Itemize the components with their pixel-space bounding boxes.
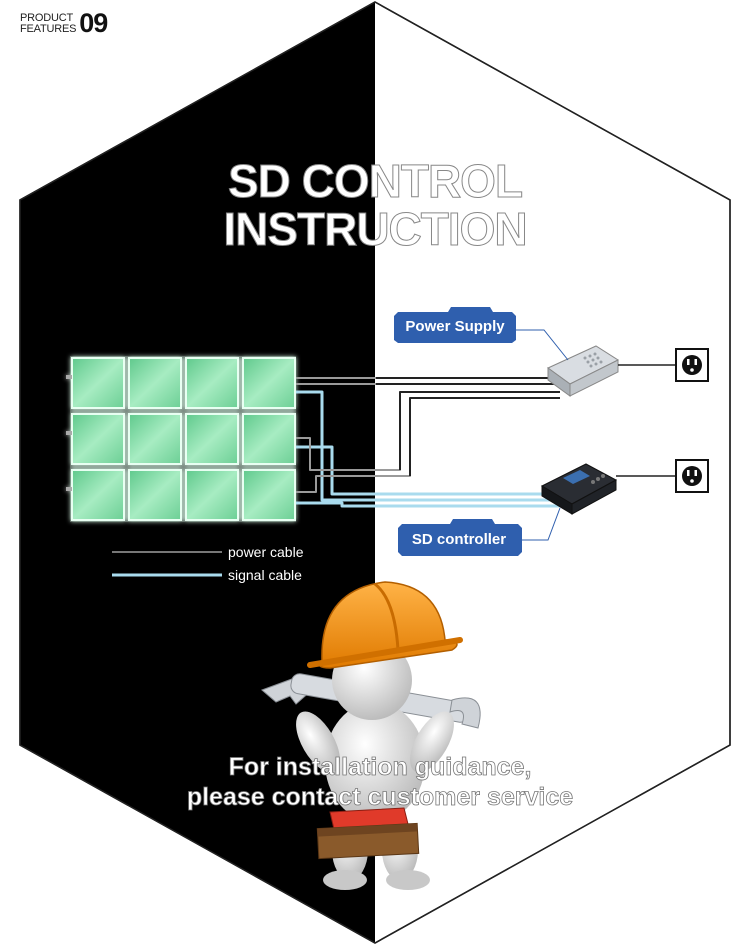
hard-hat-icon bbox=[307, 581, 463, 669]
led-panel bbox=[242, 413, 296, 465]
led-panel bbox=[71, 469, 125, 521]
led-panel bbox=[185, 469, 239, 521]
title-line-1: SD CONTROL bbox=[228, 155, 522, 207]
led-panel bbox=[242, 469, 296, 521]
outlet-icon bbox=[675, 459, 709, 493]
led-panel-row-3 bbox=[71, 469, 296, 521]
header-number: 09 bbox=[79, 8, 108, 38]
led-panel bbox=[71, 357, 125, 409]
outlet-icon bbox=[675, 348, 709, 382]
power-cables bbox=[296, 377, 560, 493]
power-supply-label: Power Supply bbox=[394, 307, 569, 361]
led-panel bbox=[128, 469, 182, 521]
led-panel-row-2 bbox=[71, 413, 296, 465]
power-supply-device bbox=[547, 345, 620, 397]
power-supply-label-text: Power Supply bbox=[405, 318, 505, 335]
legend-power-text: power cable bbox=[228, 544, 304, 560]
sd-controller-label: SD controller bbox=[398, 507, 561, 556]
led-panel bbox=[128, 413, 182, 465]
cable-legend: power cable signal cable bbox=[112, 544, 304, 583]
product-features-words: PRODUCT FEATURES bbox=[20, 11, 77, 35]
footer-line-1: For installation guidance, bbox=[229, 753, 532, 781]
led-panel bbox=[185, 357, 239, 409]
led-panel-grid bbox=[66, 356, 296, 522]
header-features-text: FEATURES bbox=[20, 22, 77, 35]
led-panel bbox=[128, 357, 182, 409]
title-line-2: INSTRUCTION bbox=[223, 203, 526, 255]
worker-illustration bbox=[261, 581, 481, 890]
worker-body bbox=[325, 702, 425, 822]
led-panel bbox=[185, 413, 239, 465]
sd-controller-label-text: SD controller bbox=[412, 531, 506, 548]
led-panel bbox=[242, 357, 296, 409]
led-panel-row-1 bbox=[71, 357, 296, 409]
legend-signal-text: signal cable bbox=[228, 567, 302, 583]
footer-line-2: please contact customer service bbox=[187, 783, 573, 811]
toolbox-icon bbox=[316, 807, 420, 860]
product-features-header: PRODUCT FEATURES 09 bbox=[20, 8, 108, 39]
led-panel bbox=[71, 413, 125, 465]
header-product-text: PRODUCT bbox=[20, 11, 73, 24]
sd-controller-device bbox=[540, 463, 618, 515]
